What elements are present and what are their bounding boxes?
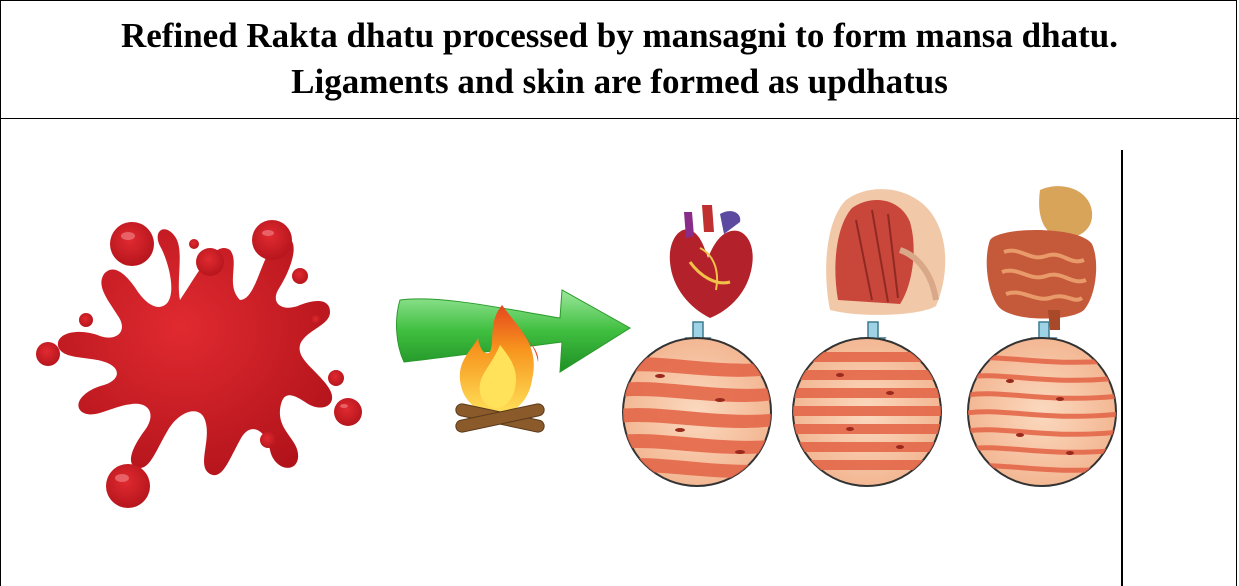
illustration xyxy=(0,120,1239,586)
heart-icon xyxy=(670,205,753,318)
title-line-1: Refined Rakta dhatu processed by mansagn… xyxy=(121,13,1118,59)
muscle-tissue-icon xyxy=(610,338,1120,486)
blood-splash-icon xyxy=(36,220,362,508)
title-line-2: Ligaments and skin are formed as updhatu… xyxy=(291,59,948,105)
arm-muscle-icon xyxy=(826,189,945,315)
title-cell: Refined Rakta dhatu processed by mansagn… xyxy=(0,0,1239,119)
digestive-organs-icon xyxy=(987,186,1096,330)
